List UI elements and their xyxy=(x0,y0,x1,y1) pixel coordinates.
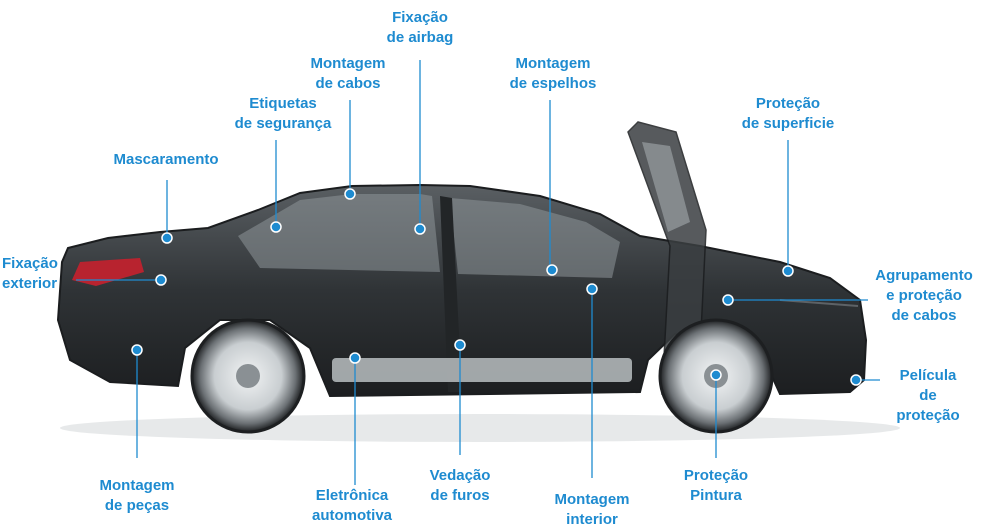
airbag-dot xyxy=(414,223,426,235)
safety-labels-dot xyxy=(270,221,282,233)
mirrors-dot xyxy=(546,264,558,276)
label-eletronica-automotiva: Eletrônica automotiva xyxy=(311,487,393,524)
label-mascaramento: Mascaramento xyxy=(113,151,219,168)
surface-dot xyxy=(782,265,794,277)
label-montagem-interior: Montagem interior xyxy=(554,491,630,528)
label-montagem-pecas: Montagem de peças xyxy=(99,477,175,514)
label-protecao-superficie: Proteção de superficie xyxy=(741,95,835,132)
cables-dot xyxy=(344,188,356,200)
label-fixacao-airbag: Fixação de airbag xyxy=(386,9,454,46)
exterior-dot xyxy=(155,274,167,286)
label-protecao-pintura: Proteção Pintura xyxy=(683,467,749,504)
callouts xyxy=(76,60,880,485)
electronics-dot xyxy=(349,352,361,364)
parts-dot xyxy=(131,344,143,356)
label-montagem-cabos: Montagem de cabos xyxy=(310,55,386,92)
label-agrupamento-cabos: Agrupamento e proteção de cabos xyxy=(875,267,973,324)
cable-bundling-dot xyxy=(722,294,734,306)
paint-dot xyxy=(710,369,722,381)
label-fixacao-exterior: Fixação exterior xyxy=(2,255,58,292)
label-etiquetas-seguranca: Etiquetas de segurança xyxy=(234,95,332,132)
label-vedacao-furos: Vedação de furos xyxy=(429,467,491,504)
car-shadow xyxy=(60,414,900,442)
rear-wheel xyxy=(190,318,306,434)
interior-dot xyxy=(586,283,598,295)
car-body xyxy=(56,121,868,398)
film-dot xyxy=(850,374,862,386)
label-pelicula-protecao: Película de proteção xyxy=(896,367,960,424)
label-montagem-espelhos: Montagem de espelhos xyxy=(509,55,597,92)
masking-dot xyxy=(161,232,173,244)
holes-dot xyxy=(454,339,466,351)
